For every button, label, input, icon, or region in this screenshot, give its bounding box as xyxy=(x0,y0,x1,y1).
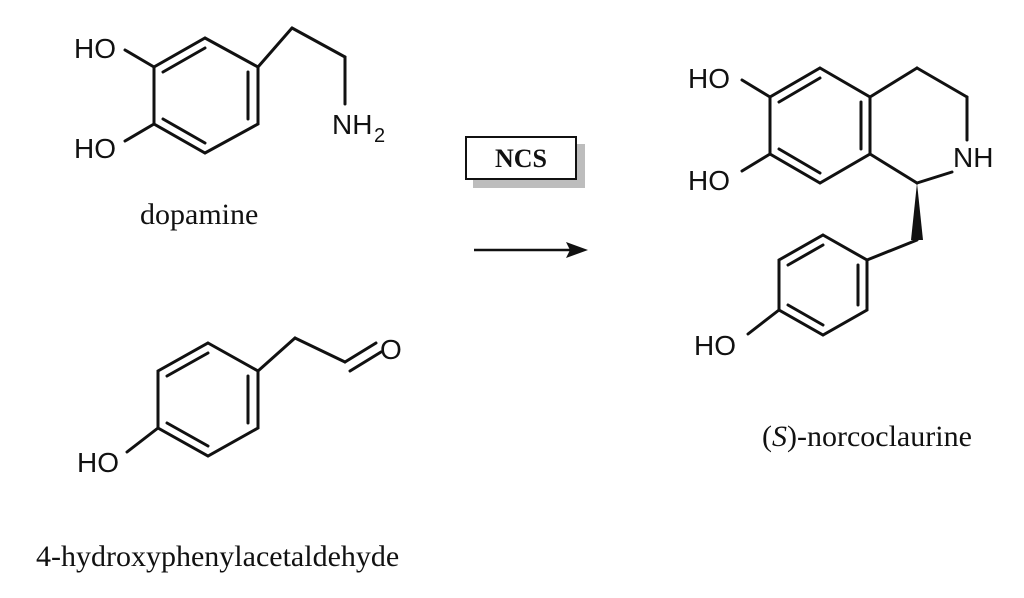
enzyme-label: NCS xyxy=(495,144,547,173)
enzyme-box-frame xyxy=(465,136,577,180)
reaction-arrow-head xyxy=(566,242,588,258)
norcoclaurine-label-suffix: )-norcoclaurine xyxy=(787,420,972,453)
norcoclaurine-hydroxyl-middle: HO xyxy=(688,165,730,196)
norcoclaurine-hydroxyl-phenol: HO xyxy=(694,330,736,361)
dopamine-oh-bond xyxy=(123,122,156,143)
norcoclaurine-phenol-ring xyxy=(777,233,869,337)
enzyme-box: NCS xyxy=(465,136,585,188)
norcoclaurine-ring-double-bond xyxy=(777,76,822,104)
aldehyde-ring-double-bond xyxy=(165,421,210,448)
aldehyde-ring-double-bond xyxy=(165,351,210,378)
aldehyde-carbonyl-bond xyxy=(343,341,378,364)
dopamine-ring-double-bond xyxy=(161,117,207,145)
dopamine-structure: HO HO NH 2 dopamine xyxy=(74,26,385,231)
aldehyde-side-chain xyxy=(256,336,297,373)
dopamine-oh-bond xyxy=(123,48,156,69)
norcoclaurine-structure: HO HO NH HO (S)-norcoclaurine xyxy=(688,63,993,453)
norcoclaurine-phenol-double-bond xyxy=(786,303,825,327)
dopamine-amine-subscript: 2 xyxy=(374,125,385,147)
norcoclaurine-oh-bond xyxy=(740,152,772,173)
dopamine-label: dopamine xyxy=(140,198,258,231)
aldehyde-side-chain xyxy=(293,336,347,364)
norcoclaurine-label-stereo: S xyxy=(772,420,787,453)
aldehyde-benzene-ring xyxy=(156,341,260,458)
norcoclaurine-hydroxyl-top: HO xyxy=(688,63,730,94)
reaction-arrow xyxy=(474,242,588,258)
hydroxyphenylacetaldehyde-structure: HO O 4-hydroxyphenylacetaldehyde xyxy=(36,334,402,573)
dopamine-benzene-ring xyxy=(152,36,260,155)
hydroxyphenylacetaldehyde-label: 4-hydroxyphenylacetaldehyde xyxy=(36,540,399,573)
norcoclaurine-label-prefix: ( xyxy=(762,420,772,453)
norcoclaurine-phenol-oh-bond xyxy=(746,308,781,336)
dopamine-ring-double-bond xyxy=(161,46,207,74)
norcoclaurine-ring-bond xyxy=(868,152,919,185)
aldehyde-oxygen: O xyxy=(380,334,402,365)
aldehyde-oh-bond xyxy=(125,426,160,454)
norcoclaurine-label: (S)-norcoclaurine xyxy=(762,420,972,453)
norcoclaurine-ring-bond xyxy=(868,66,919,99)
dopamine-side-chain xyxy=(256,26,294,69)
norcoclaurine-aromatic-ring xyxy=(768,66,872,185)
norcoclaurine-ring-bond xyxy=(915,170,954,185)
norcoclaurine-ring-bond xyxy=(915,66,969,99)
dopamine-amine: NH xyxy=(332,109,372,140)
norcoclaurine-benzyl-bond xyxy=(865,238,919,262)
norcoclaurine-phenol-double-bond xyxy=(786,243,825,267)
aldehyde-carbonyl-bond xyxy=(348,350,383,373)
dopamine-hydroxyl-bottom: HO xyxy=(74,133,116,164)
norcoclaurine-ring-nh: NH xyxy=(953,142,993,173)
dopamine-side-chain xyxy=(290,26,347,59)
dopamine-hydroxyl-top: HO xyxy=(74,33,116,64)
norcoclaurine-oh-bond xyxy=(740,78,772,99)
aldehyde-hydroxyl: HO xyxy=(77,447,119,478)
norcoclaurine-stereo-wedge xyxy=(911,183,923,240)
norcoclaurine-ring-double-bond xyxy=(777,147,822,175)
